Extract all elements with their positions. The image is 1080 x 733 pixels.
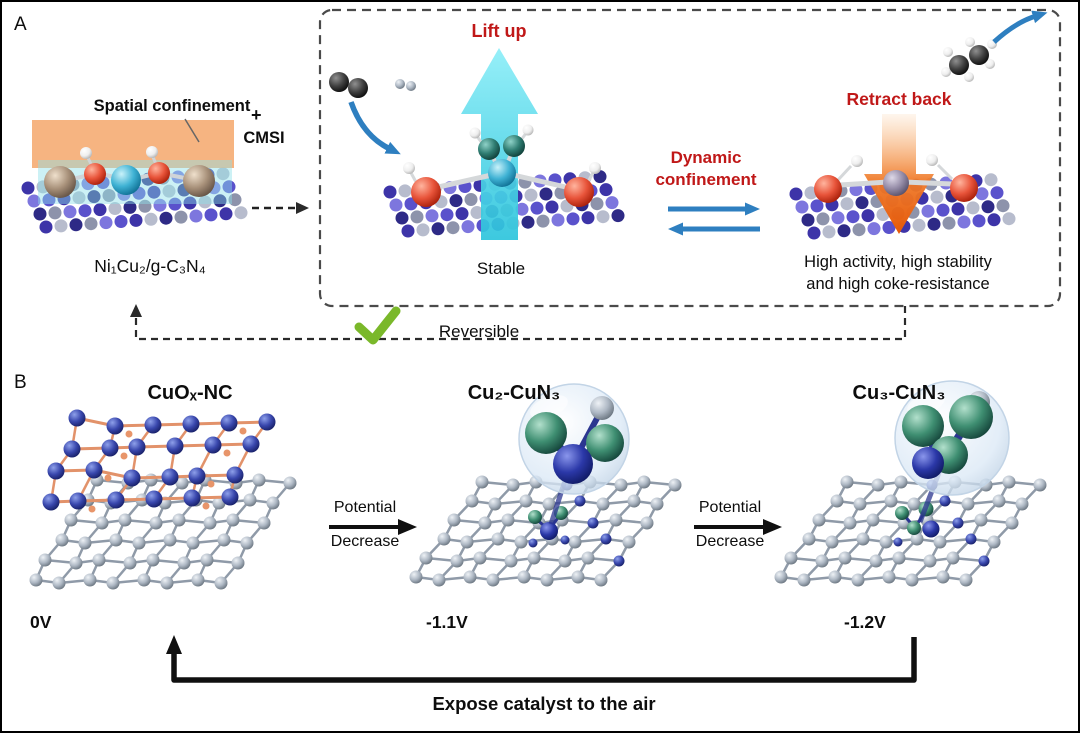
panel-a-graphics bbox=[21, 8, 1062, 345]
adsorption-arrow bbox=[348, 101, 401, 155]
stable-label: Stable bbox=[476, 259, 526, 278]
equilibrium-arrows-icon bbox=[668, 202, 760, 236]
retracted-structure-atoms bbox=[814, 154, 978, 203]
cu2-site-cluster bbox=[528, 506, 570, 548]
label-pointer-line bbox=[184, 118, 200, 143]
voltage-2-label: -1.2V bbox=[844, 612, 886, 632]
spatial-confinement-highlight bbox=[32, 120, 234, 168]
catalyst-formula-label: Ni₁Cu₂/g-C₃N₄ bbox=[94, 256, 206, 276]
ethane-molecule bbox=[941, 37, 997, 82]
panel-b-label: B bbox=[14, 372, 27, 393]
voltage-1-label: -1.1V bbox=[426, 612, 468, 632]
cuox-cluster bbox=[42, 409, 276, 513]
dynamic-confinement-box bbox=[318, 8, 1062, 308]
outcome-caption-line2: and high coke-resistance bbox=[806, 275, 990, 293]
dynamic-confinement-label-line1: Dynamic bbox=[670, 148, 742, 167]
panel-b-graphics bbox=[29, 380, 1047, 683]
retract-back-label: Retract back bbox=[846, 89, 952, 109]
cu3-cun3-label: Cu₃-CuN₃ bbox=[852, 382, 946, 404]
desorption-arrow bbox=[992, 10, 1048, 44]
ni1cu2-atoms bbox=[44, 146, 215, 198]
cmsi-label: CMSI bbox=[243, 129, 285, 147]
expose-return-arrow bbox=[166, 635, 917, 683]
panel-a-label: A bbox=[14, 14, 27, 35]
potential-label-2: Potential bbox=[698, 499, 762, 516]
reversible-return-path bbox=[130, 304, 907, 341]
decrease-label-1: Decrease bbox=[330, 533, 400, 550]
cuox-nc-label: CuOₓ-NC bbox=[147, 382, 233, 404]
spatial-confinement-label: Spatial confinement bbox=[93, 97, 251, 115]
reversible-label: Reversible bbox=[438, 322, 520, 341]
lift-up-label: Lift up bbox=[471, 21, 527, 41]
checkmark-icon bbox=[354, 306, 401, 345]
stable-structure-atoms bbox=[403, 124, 601, 207]
cu2-cun3-label: Cu₂-CuN₃ bbox=[467, 382, 561, 404]
cuox-nc-lattice bbox=[29, 473, 297, 590]
dynamic-confinement-label-line2: confinement bbox=[655, 170, 757, 189]
outcome-caption-line1: High activity, high stability bbox=[804, 253, 992, 271]
decrease-label-2: Decrease bbox=[695, 533, 765, 550]
expose-caption: Expose catalyst to the air bbox=[432, 693, 656, 714]
plus-label: + bbox=[251, 105, 262, 125]
cu2-magnifier-bubble bbox=[518, 383, 630, 525]
voltage-0-label: 0V bbox=[30, 612, 52, 632]
cu3-magnifier-bubble bbox=[894, 380, 1010, 523]
incoming-molecules bbox=[329, 72, 416, 98]
lift-up-arrow bbox=[461, 48, 538, 240]
potential-label-1: Potential bbox=[333, 499, 397, 516]
